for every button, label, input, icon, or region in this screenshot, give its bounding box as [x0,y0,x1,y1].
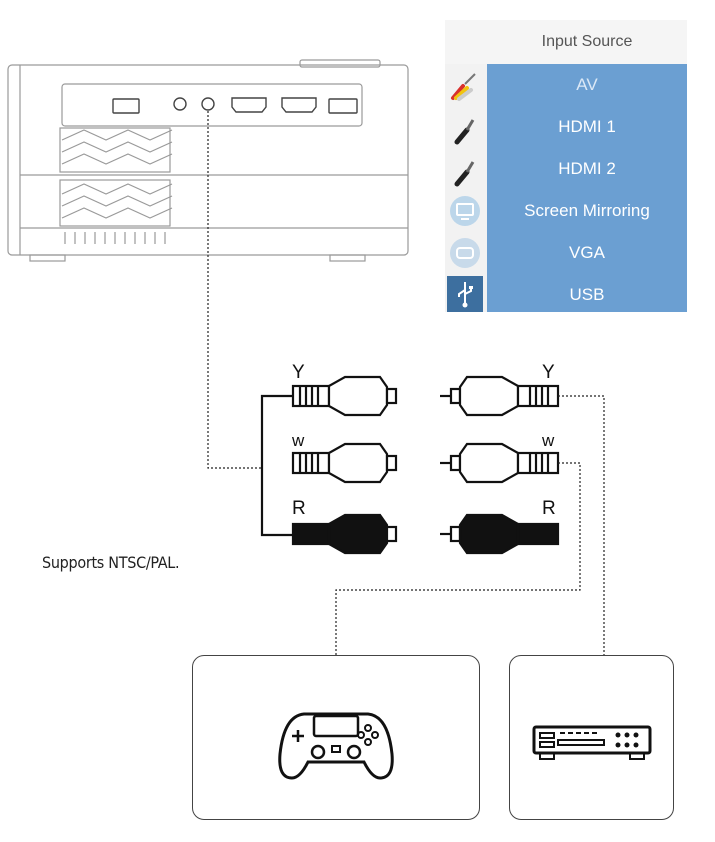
left-w-label: w [291,431,305,450]
av-signal-line [207,111,262,469]
gamepad-signal-line [335,462,581,655]
left-rca-connectors [291,375,398,555]
left-y-label: Y [292,362,305,383]
hdmi-cable-icon [454,119,475,145]
right-rca-connectors [440,375,560,555]
menu-item-usb[interactable]: USB [569,285,605,304]
left-r-label: R [292,498,306,519]
menu-title: Input Source [541,33,633,50]
input-source-menu: Input Source AV HDMI 1 HDMI 2 Screen Mir… [445,20,687,312]
menu-item-hdmi-1[interactable]: HDMI 1 [558,117,616,136]
av-cable-icon [451,73,476,101]
dvd-signal-line [558,395,605,655]
screen-mirroring-icon [450,196,480,226]
right-y-label: Y [542,362,555,383]
projector-ports [112,97,358,114]
menu-title-bar: Input Source [445,20,687,64]
menu-list [487,64,687,312]
vga-icon [450,238,480,268]
menu-item-vga[interactable]: VGA [569,243,605,262]
right-w-label: w [541,431,555,450]
menu-item-hdmi-2[interactable]: HDMI 2 [558,159,616,178]
dvd-player-icon [532,725,652,760]
right-r-label: R [542,498,556,519]
gamepad-device-box [192,655,480,820]
usb-icon [447,276,483,312]
gamepad-icon [278,712,394,780]
format-support-note: Supports NTSC/PAL. [42,553,180,572]
dvd-device-box [509,655,674,820]
menu-item-av[interactable]: AV [576,75,598,94]
menu-item-screen-mirroring[interactable]: Screen Mirroring [524,201,650,220]
hdmi-cable-icon-2 [454,161,475,187]
